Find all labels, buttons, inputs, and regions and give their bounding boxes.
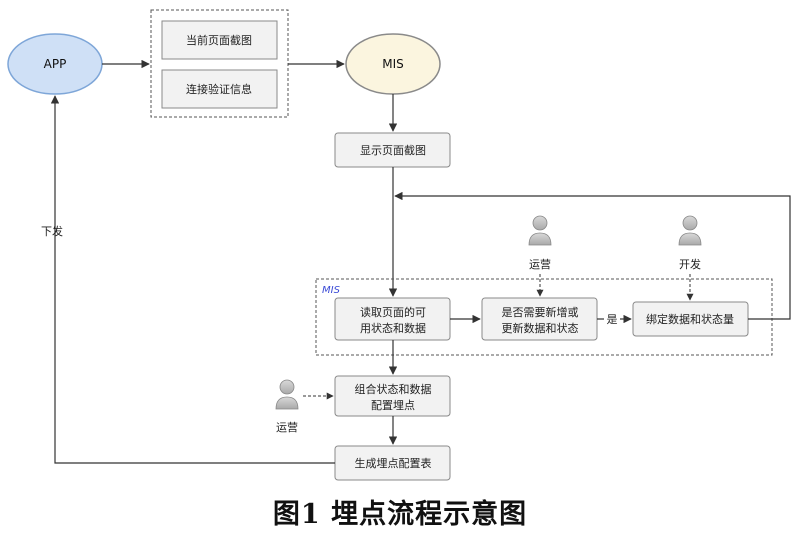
- need-update-line1: 是否需要新增或: [502, 305, 579, 319]
- bind-state-node: 绑定数据和状态量: [632, 301, 749, 337]
- mis-label: MIS: [382, 57, 404, 71]
- screenshot-node: 当前页面截图: [161, 20, 278, 60]
- mis-group-label: MIS: [322, 285, 341, 296]
- figure-caption: 图1 埋点流程示意图: [272, 499, 528, 530]
- read-state-node: 读取页面的可 用状态和数据: [334, 297, 451, 341]
- need-update-node: 是否需要新增或 更新数据和状态: [481, 297, 598, 341]
- app-label: APP: [44, 57, 67, 71]
- dev-top-label: 开发: [679, 257, 701, 271]
- yes-label: 是: [607, 313, 618, 326]
- generate-node: 生成埋点配置表: [334, 445, 451, 481]
- generate-label: 生成埋点配置表: [355, 456, 432, 470]
- app-node: APP: [7, 33, 103, 95]
- arrow-loop-back: [394, 191, 791, 320]
- screenshot-label: 当前页面截图: [186, 33, 252, 47]
- ops-bottom-label: 运营: [276, 420, 298, 434]
- show-screenshot-node: 显示页面截图: [334, 132, 451, 168]
- combine-line2: 配置埋点: [371, 399, 415, 412]
- mis-node: MIS: [345, 33, 441, 95]
- bind-state-label: 绑定数据和状态量: [646, 312, 734, 326]
- arrow-generate-to-app: [50, 95, 335, 464]
- flow-diagram: APP 当前页面截图 连接验证信息 MIS 显示页面截图 MIS 读取页面的可 …: [7, 9, 791, 481]
- person-icon: [275, 379, 299, 410]
- ops-top-label: 运营: [529, 257, 551, 271]
- show-screenshot-label: 显示页面截图: [360, 143, 426, 157]
- mis-group: [315, 278, 773, 356]
- person-icon: [678, 215, 702, 246]
- auth-info-label: 连接验证信息: [186, 82, 252, 96]
- dispatch-label: 下发: [41, 224, 63, 238]
- person-icon: [528, 215, 552, 246]
- need-update-line2: 更新数据和状态: [502, 321, 579, 335]
- read-state-line1: 读取页面的可: [360, 305, 426, 319]
- read-state-line2: 用状态和数据: [360, 321, 426, 335]
- auth-info-node: 连接验证信息: [161, 69, 278, 109]
- combine-line1: 组合状态和数据: [355, 382, 432, 396]
- combine-node: 组合状态和数据 配置埋点: [334, 375, 451, 417]
